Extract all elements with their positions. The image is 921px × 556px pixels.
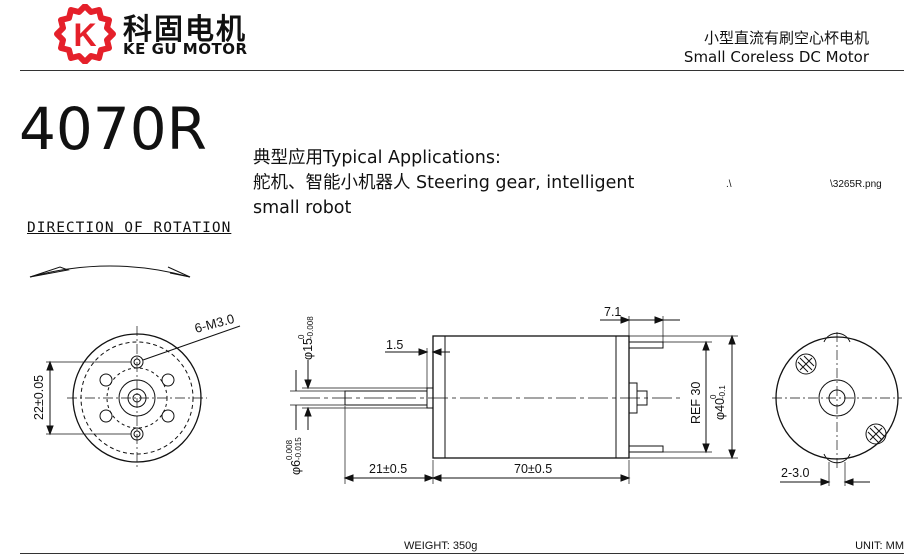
- image-path-fragment: \3265R.png: [830, 179, 882, 190]
- image-path-fragment: .\: [726, 179, 732, 190]
- logo-letter: K: [73, 17, 96, 53]
- boss-diameter-tol-upper: 0: [297, 334, 306, 339]
- body-diameter-symbol: φ40: [713, 398, 727, 420]
- holes-dimension: 6-M3.0: [193, 311, 236, 336]
- boss-diameter-tol-lower: -0.008: [306, 316, 315, 339]
- footer-divider: [20, 553, 904, 554]
- logo-gear-icon: [54, 4, 116, 64]
- body-diameter-tol-lower: -0.1: [718, 385, 727, 399]
- terminal-ref-dimension: REF 30: [689, 382, 703, 424]
- applications-block: 典型应用Typical Applications: 舵机、智能小机器人 Stee…: [253, 146, 653, 221]
- body-diameter-tol-upper: 0: [709, 394, 718, 399]
- weight-label: WEIGHT: 350g: [404, 540, 478, 552]
- terminal-length-dimension: 7.1: [604, 305, 621, 319]
- side-view: [290, 316, 738, 484]
- body-length-dimension: 70±0.5: [514, 462, 552, 476]
- boss-diameter-symbol: φ15: [301, 338, 315, 360]
- product-title-en: Small Coreless DC Motor: [683, 48, 869, 66]
- header-divider: [20, 70, 904, 71]
- brand-name-en: KE GU MOTOR: [123, 40, 248, 58]
- shaft-length-dimension: 21±0.5: [369, 462, 407, 476]
- applications-line: 舵机、智能小机器人 Steering gear, intelligent: [253, 173, 635, 193]
- applications-line: small robot: [253, 198, 352, 218]
- applications-heading: 典型应用Typical Applications:: [253, 148, 501, 168]
- brand-logo: K: [54, 4, 116, 64]
- shaft-diameter-dimension: φ6 0.008 -0.015: [285, 437, 303, 475]
- boss-length-dimension: 1.5: [386, 338, 403, 352]
- model-number: 4070R: [19, 95, 207, 163]
- body-diameter-dimension: φ40 0 -0.1: [709, 385, 727, 420]
- shaft-diameter-tol-lower: -0.015: [294, 437, 303, 460]
- front-view: [46, 325, 241, 470]
- brand-name-cn: 科固电机: [123, 12, 248, 46]
- rotation-arrow-icon: [29, 265, 191, 278]
- pcd-dimension: 22±0.05: [32, 375, 46, 420]
- product-title-cn: 小型直流有刷空心杯电机: [703, 29, 869, 47]
- boss-diameter-dimension: φ15 0 -0.008: [297, 316, 315, 360]
- shaft-diameter-symbol: φ6: [289, 460, 303, 475]
- rear-holes-dimension: 2-3.0: [781, 466, 810, 480]
- rear-view: [772, 332, 902, 486]
- shaft-diameter-tol-upper: 0.008: [285, 439, 294, 460]
- unit-label: UNIT: MM: [855, 540, 904, 552]
- rotation-label: DIRECTION OF ROTATION: [27, 220, 232, 236]
